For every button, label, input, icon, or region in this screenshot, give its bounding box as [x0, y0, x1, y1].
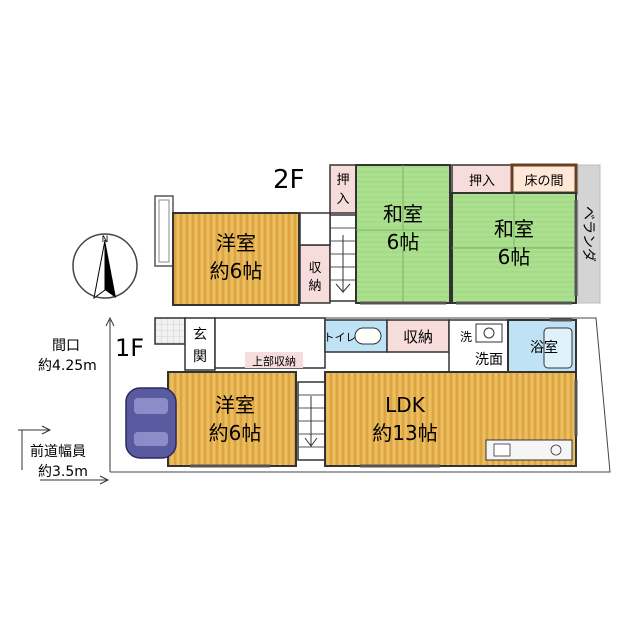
japanese-room-1-name: 和室 — [383, 202, 423, 226]
upper-storage-tag — [245, 352, 303, 368]
closet-small-2f-label2: 納 — [308, 279, 321, 294]
japanese-room-2-size: 6帖 — [498, 245, 531, 269]
frontage-dimension — [105, 316, 115, 470]
road-label: 前道幅員 — [30, 443, 86, 460]
compass-north-label: N — [102, 235, 109, 245]
ldk-name: LDK — [385, 393, 426, 417]
floor2-label: 2F — [273, 165, 305, 195]
floor2 — [154, 163, 601, 306]
upper-storage-label: 上部収納 — [252, 354, 296, 368]
ldk-size: 約13帖 — [372, 421, 437, 445]
western-room-1f-size: 約6帖 — [209, 421, 262, 445]
frontage-value: 約4.25m — [38, 358, 97, 374]
stairs-1f — [297, 381, 326, 461]
floor1 — [18, 316, 611, 485]
oshiire-left-label2: 入 — [336, 192, 349, 207]
western-room-2f — [172, 212, 300, 306]
floor1-label: 1F — [115, 334, 144, 362]
western-room-2f-size: 約6帖 — [210, 259, 263, 283]
oshiire-left-label1: 押 — [336, 173, 349, 188]
veranda-label: ベランダ — [580, 206, 596, 262]
frontage-label: 間口 — [52, 338, 80, 354]
parked-car — [125, 387, 177, 459]
storage-1f-label: 収納 — [403, 328, 433, 346]
entrance-label1: 玄 — [193, 326, 207, 343]
western-room-1f — [167, 371, 297, 467]
western-room-2f-name: 洋室 — [216, 231, 256, 255]
balcony-left — [154, 195, 174, 267]
storage-1f — [386, 319, 450, 353]
oshiire-right-label: 押入 — [469, 174, 495, 189]
western-room-1f-name: 洋室 — [215, 393, 255, 417]
japanese-room-2-name: 和室 — [494, 217, 534, 241]
toilet-label: トイレ — [324, 331, 357, 344]
washroom-label: 洗面 — [475, 352, 503, 368]
japanese-room-1-size: 6帖 — [387, 230, 420, 254]
road-dimension — [18, 425, 110, 485]
closet-small-2f-label1: 収 — [308, 261, 321, 276]
washroom-small-label: 洗 — [460, 330, 472, 344]
stairs-2f — [329, 214, 357, 302]
veranda — [577, 164, 601, 304]
entrance — [184, 317, 216, 371]
road-value: 約3.5m — [38, 464, 88, 480]
entrance-label2: 関 — [193, 349, 207, 365]
oshiire-left — [329, 164, 357, 214]
tokonoma-label: 床の間 — [524, 174, 563, 189]
compass-rose — [72, 233, 138, 300]
closet-small-2f — [299, 244, 331, 304]
bathroom-label: 浴室 — [530, 339, 558, 356]
